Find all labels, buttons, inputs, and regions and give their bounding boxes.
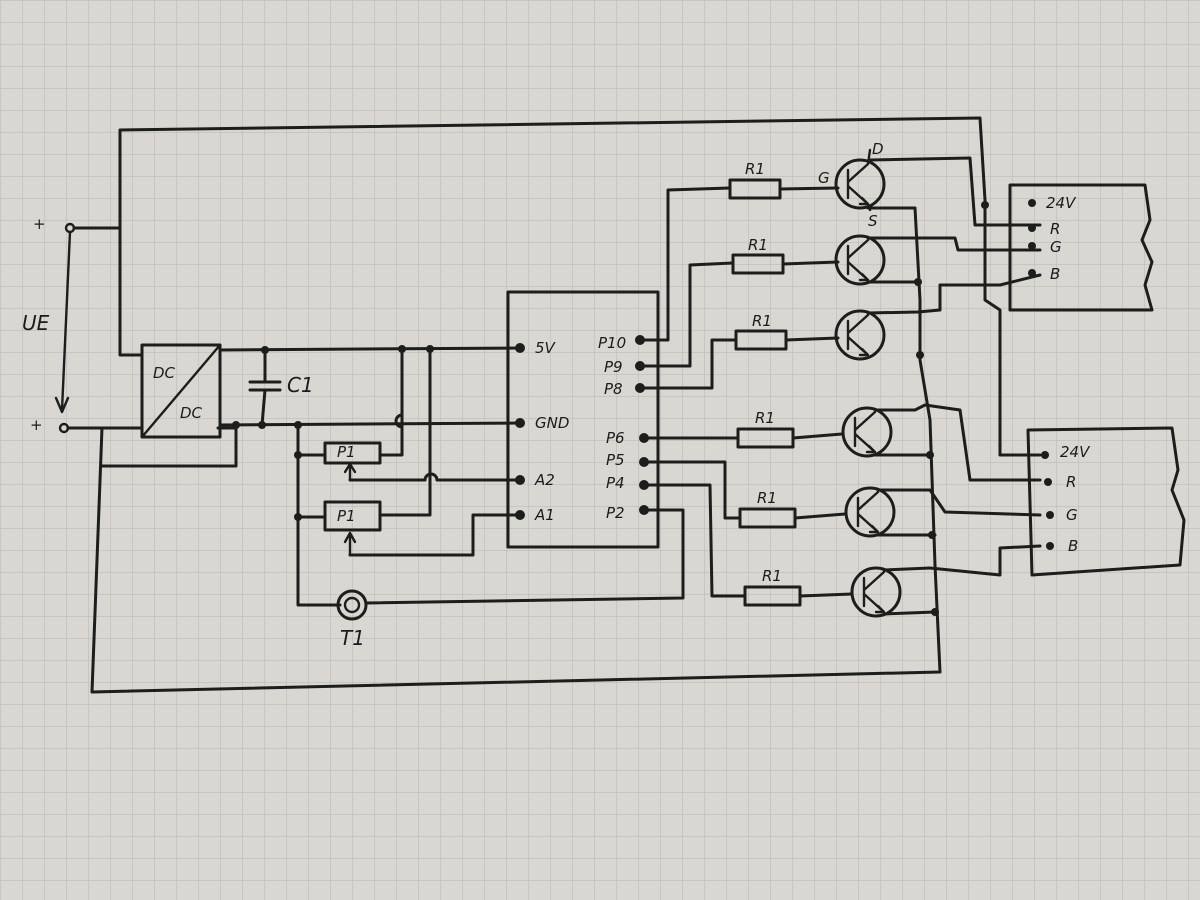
strip-top-g: G — [1050, 238, 1062, 256]
strip-bottom-b: B — [1068, 537, 1078, 555]
input-voltage-label: UE — [22, 311, 50, 335]
transistor-bank: G D S — [818, 140, 902, 618]
signal-wiring — [638, 186, 747, 598]
gate-label: G — [818, 169, 830, 187]
button-label: T1 — [340, 626, 365, 650]
input-voltage-arrow — [54, 230, 72, 414]
pin-a1: A1 — [534, 506, 555, 524]
input-plus-bottom-label: + — [30, 416, 43, 434]
resistor-6-label: R1 — [762, 567, 782, 585]
driver-wiring — [866, 156, 1042, 616]
resistor-5-label: R1 — [757, 489, 777, 507]
led-strip-bottom: 24V R G B — [1026, 426, 1186, 577]
pin-a2: A2 — [534, 471, 555, 489]
strip-bottom-24v: 24V — [1060, 443, 1091, 461]
transistor-1 — [834, 148, 886, 212]
resistor-3-label: R1 — [752, 312, 772, 330]
resistor-bank: R1 R1 R1 R1 R1 R1 — [728, 160, 854, 607]
pin-p4: P4 — [606, 474, 625, 492]
pin-p9: P9 — [604, 358, 623, 376]
source-label: S — [868, 212, 878, 230]
power-wiring — [66, 116, 1042, 694]
input-terminals: + + UE — [22, 215, 76, 434]
transistor-5 — [844, 486, 896, 538]
dc-dc-converter: DC DC — [140, 343, 222, 439]
pot-bottom-label: P1 — [337, 507, 356, 525]
pin-p10: P10 — [598, 334, 626, 352]
output-rails — [218, 343, 525, 429]
potentiometer-bottom: P1 — [294, 347, 522, 557]
transistor-6 — [850, 566, 902, 618]
input-plus-top-label: + — [33, 215, 46, 233]
strip-top-b: B — [1050, 265, 1060, 283]
transistor-2 — [834, 234, 886, 286]
drain-label: D — [872, 140, 884, 158]
converter-out-label: DC — [180, 404, 203, 422]
pot-top-label: P1 — [337, 443, 356, 461]
pin-p2: P2 — [606, 504, 625, 522]
strip-top-r: R — [1050, 220, 1060, 238]
strip-top-24v: 24V — [1046, 194, 1077, 212]
strip-bottom-g: G — [1066, 506, 1078, 524]
transistor-3 — [834, 309, 886, 361]
resistor-4-label: R1 — [755, 409, 775, 427]
pin-gnd: GND — [535, 414, 569, 432]
pin-p5: P5 — [606, 451, 625, 469]
led-strip-top: 24V R G B — [1008, 183, 1154, 312]
microcontroller: 5V GND A2 A1 P10 P9 P8 P6 P5 P4 P2 — [506, 290, 660, 549]
pin-5v: 5V — [535, 339, 557, 357]
strip-bottom-r: R — [1066, 473, 1076, 491]
pushbutton-t1: T1 — [296, 508, 685, 650]
pin-p8: P8 — [604, 380, 623, 398]
converter-in-label: DC — [153, 364, 176, 382]
resistor-2-label: R1 — [748, 236, 768, 254]
transistor-4 — [841, 406, 893, 458]
resistor-1-label: R1 — [745, 160, 765, 178]
capacitor-c1: C1 — [248, 348, 314, 427]
pin-p6: P6 — [606, 429, 625, 447]
capacitor-label: C1 — [287, 373, 314, 397]
